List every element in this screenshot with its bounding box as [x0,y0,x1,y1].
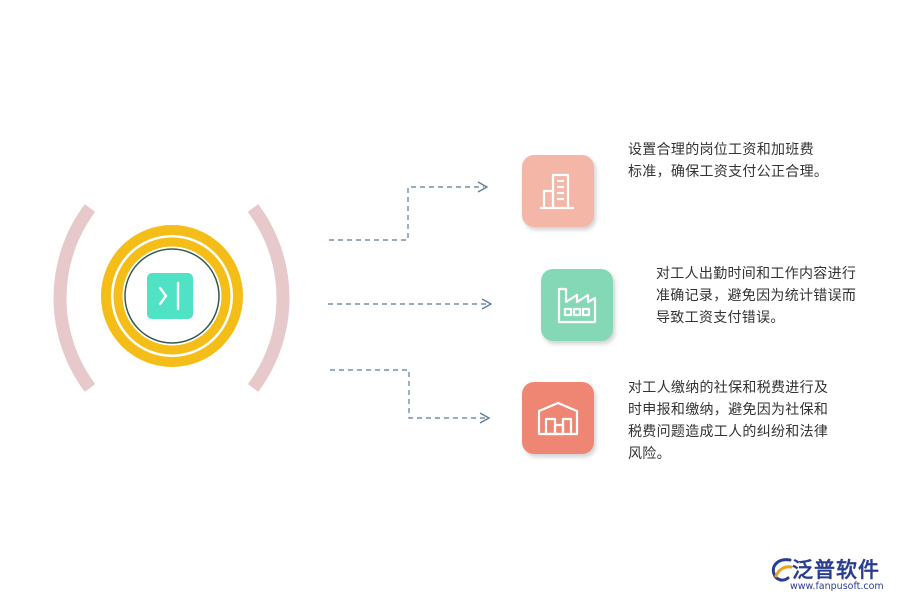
factory-icon [557,287,597,324]
right-arc [247,204,290,392]
item-2-tile [541,269,613,341]
item-1-line-1: 设置合理的岗位工资和加班费 [628,142,814,158]
collapse-panel-icon [158,281,180,311]
item-3-line-4: 风险。 [628,446,671,462]
item-3-line-1: 对工人缴纳的社保和税费进行及 [628,380,829,396]
item-2-description: 对工人出勤时间和工作内容进行 准确记录，避免因为统计错误而 导致工资支付错误。 [656,263,856,329]
arrowhead-middle [481,298,493,310]
connector-bottom [330,369,486,419]
item-2-line-2: 准确记录，避免因为统计错误而 [656,288,857,304]
connector-top [329,186,484,241]
warehouse-icon [537,401,579,436]
item-1-description: 设置合理的岗位工资和加班费 标准，确保工资支付公正合理。 [628,139,828,183]
item-3-line-3: 税费问题造成工人的纠纷和法律 [628,424,829,440]
item-2-line-3: 导致工资支付错误。 [656,310,785,326]
item-1-tile [522,155,594,227]
hub-inner-ring [113,237,231,355]
brand-watermark: 泛普软件 www.fanpusoft.com [770,552,892,596]
brand-url[interactable]: www.fanpusoft.com [790,581,884,592]
item-2-line-1: 对工人出勤时间和工作内容进行 [656,266,857,282]
brand-name: 泛普软件 [792,558,880,582]
arrowhead-top [477,181,489,193]
fanpu-logo-icon [771,558,793,582]
hub-icon-box [147,273,193,319]
office-building-icon [540,173,574,210]
item-3-line-2: 时申报和缴纳，避免因为社保和 [628,402,829,418]
left-arc [53,204,96,392]
arrowhead-bottom [479,412,491,424]
item-1-line-2: 标准，确保工资支付公正合理。 [628,164,829,180]
hub-outer-ring [101,225,243,367]
item-3-description: 对工人缴纳的社保和税费进行及 时申报和缴纳，避免因为社保和 税费问题造成工人的纠… [628,377,828,465]
item-3-tile [522,382,594,454]
